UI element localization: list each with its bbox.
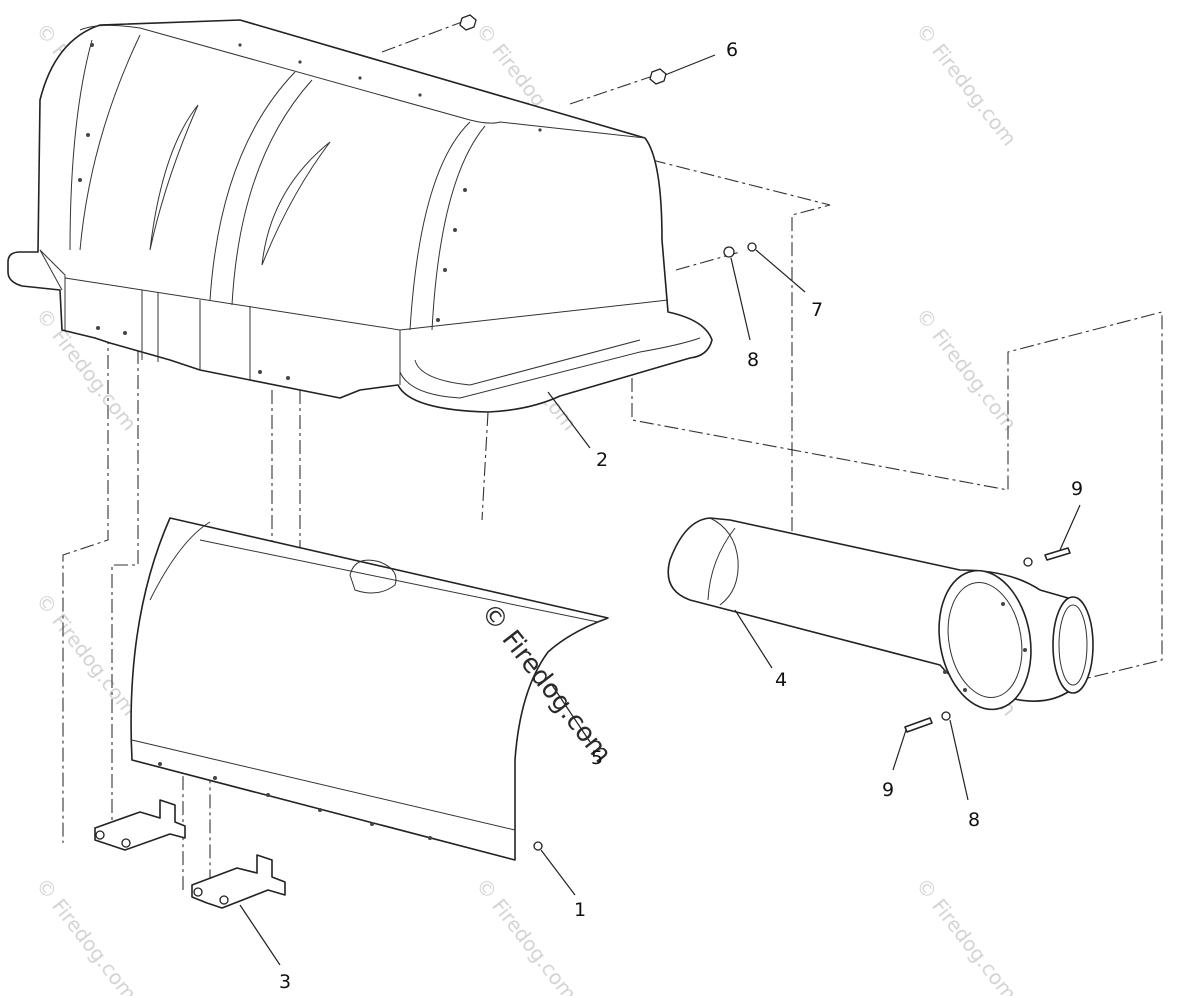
watermark: © Firedog.com	[31, 873, 141, 996]
watermark: © Firedog.com	[471, 873, 581, 996]
mount-bracket	[94, 799, 186, 851]
callout-label: 8	[747, 349, 759, 371]
callout-label: 3	[279, 971, 291, 993]
callout-label: 9	[1071, 478, 1083, 500]
callout-label: 6	[726, 39, 738, 61]
callout-label: 4	[775, 669, 787, 691]
watermark: © Firedog.com	[911, 873, 1021, 996]
deflector-shield	[130, 517, 609, 861]
hardware	[459, 14, 1071, 851]
watermark: © Firedog.com	[31, 588, 141, 720]
callout-label: 8	[968, 809, 980, 831]
discharge-chute	[667, 517, 1094, 711]
callout-label: 9	[882, 779, 894, 801]
callout-label: 7	[811, 299, 823, 321]
callout-label: 1	[574, 899, 586, 921]
mount-bracket	[191, 854, 286, 909]
callout-label: 2	[596, 449, 608, 471]
upper-housing	[7, 19, 713, 413]
watermark: © Firedog.com	[911, 18, 1021, 150]
callout-label: 5	[591, 747, 603, 769]
watermark: © Firedog.com	[911, 303, 1021, 435]
leader-lines	[239, 54, 1081, 966]
callout-labels: 6 7 8 2 9 4 5 1 3 9 8	[279, 39, 1083, 993]
